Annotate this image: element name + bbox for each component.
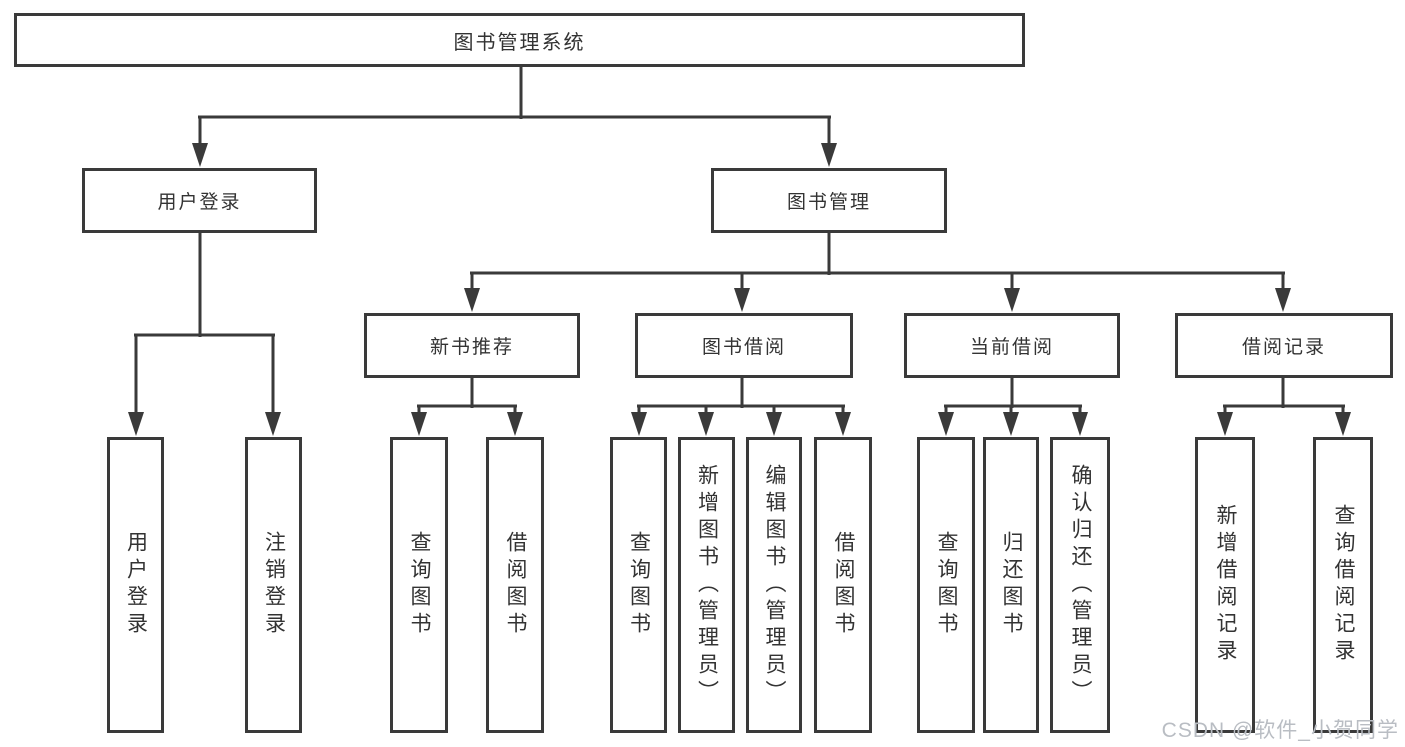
leaf-query-books-current: 查询图书 bbox=[917, 437, 975, 733]
arrowhead-icon bbox=[734, 288, 750, 312]
leaf-user-login: 用户登录 bbox=[107, 437, 164, 733]
node-book-management: 图书管理 bbox=[711, 168, 947, 233]
node-label: 查询图书 bbox=[627, 531, 651, 639]
node-label: 确认归还（管理员） bbox=[1069, 463, 1093, 707]
arrowhead-icon bbox=[631, 412, 647, 436]
arrowhead-icon bbox=[507, 412, 523, 436]
node-label: 编辑图书（管理员） bbox=[763, 463, 787, 707]
node-library-system: 图书管理系统 bbox=[14, 13, 1025, 67]
node-label: 借阅记录 bbox=[1241, 337, 1326, 358]
arrowhead-icon bbox=[1003, 412, 1019, 436]
arrowhead-icon bbox=[1335, 412, 1351, 436]
leaf-return-book: 归还图书 bbox=[983, 437, 1039, 733]
leaf-add-book-admin: 新增图书（管理员） bbox=[678, 437, 735, 733]
arrowhead-icon bbox=[766, 412, 782, 436]
arrowhead-icon bbox=[821, 143, 837, 167]
node-label: 用户登录 bbox=[157, 192, 242, 213]
arrowhead-icon bbox=[1275, 288, 1291, 312]
node-current-borrow: 当前借阅 bbox=[904, 313, 1120, 378]
leaf-edit-book-admin: 编辑图书（管理员） bbox=[746, 437, 802, 733]
leaf-borrow-books-2: 借阅图书 bbox=[814, 437, 872, 733]
node-label: 查询图书 bbox=[935, 531, 959, 639]
arrowhead-icon bbox=[1004, 288, 1020, 312]
node-label: 借阅图书 bbox=[504, 531, 528, 639]
arrowhead-icon bbox=[464, 288, 480, 312]
node-label: 图书借阅 bbox=[701, 337, 786, 358]
leaf-logout: 注销登录 bbox=[245, 437, 302, 733]
node-label: 用户登录 bbox=[124, 531, 148, 639]
arrowhead-icon bbox=[1072, 412, 1088, 436]
arrowhead-icon bbox=[411, 412, 427, 436]
leaf-query-books-borrow: 查询图书 bbox=[610, 437, 667, 733]
node-label: 新增借阅记录 bbox=[1214, 504, 1238, 666]
leaf-query-books-recommend: 查询图书 bbox=[390, 437, 448, 733]
node-label: 图书管理 bbox=[786, 192, 871, 213]
node-label: 图书管理系统 bbox=[453, 31, 586, 54]
leaf-query-borrow-record: 查询借阅记录 bbox=[1313, 437, 1373, 733]
node-label: 归还图书 bbox=[1000, 531, 1024, 639]
arrowhead-icon bbox=[835, 412, 851, 436]
node-label: 查询借阅记录 bbox=[1332, 504, 1356, 666]
arrowhead-icon bbox=[1217, 412, 1233, 436]
arrowhead-icon bbox=[128, 412, 144, 436]
arrowhead-icon bbox=[192, 143, 208, 167]
node-label: 新书推荐 bbox=[429, 337, 514, 358]
leaf-borrow-books-recommend: 借阅图书 bbox=[486, 437, 544, 733]
node-borrow-records: 借阅记录 bbox=[1175, 313, 1393, 378]
arrowhead-icon bbox=[698, 412, 714, 436]
csdn-watermark: CSDN @软件_小贺同学 bbox=[1161, 719, 1399, 742]
node-new-book-recommend: 新书推荐 bbox=[364, 313, 580, 378]
leaf-add-borrow-record: 新增借阅记录 bbox=[1195, 437, 1255, 733]
node-label: 当前借阅 bbox=[969, 337, 1054, 358]
node-book-borrow: 图书借阅 bbox=[635, 313, 853, 378]
node-user-login: 用户登录 bbox=[82, 168, 317, 233]
arrowhead-icon bbox=[265, 412, 281, 436]
node-label: 新增图书（管理员） bbox=[695, 463, 719, 707]
node-label: 查询图书 bbox=[408, 531, 432, 639]
leaf-confirm-return-admin: 确认归还（管理员） bbox=[1050, 437, 1110, 733]
node-label: 借阅图书 bbox=[832, 531, 856, 639]
arrowhead-icon bbox=[938, 412, 954, 436]
node-label: 注销登录 bbox=[262, 531, 286, 639]
